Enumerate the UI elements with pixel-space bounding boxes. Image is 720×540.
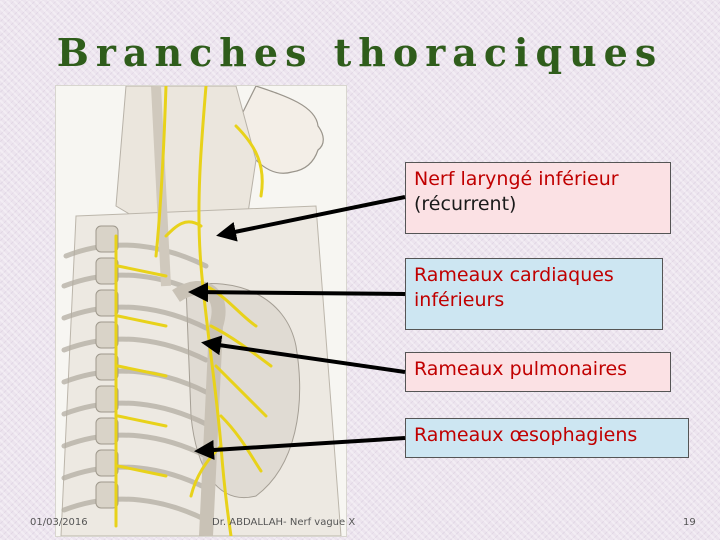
callout-label: Rameaux cardiaques inférieurs	[414, 264, 614, 311]
callout-label: Rameaux œsophagiens	[414, 424, 638, 446]
callout-recurrent-laryngeal-nerve: Nerf laryngé inférieur (récurrent)	[405, 162, 671, 234]
slide-title: Branches thoraciques	[56, 30, 664, 75]
callout-esophageal-branches: Rameaux œsophagiens	[405, 418, 689, 458]
callout-inferior-cardiac-branches: Rameaux cardiaques inférieurs	[405, 258, 663, 330]
callout-sublabel: (récurrent)	[414, 193, 517, 215]
page-number: 19	[683, 517, 696, 528]
callout-label: Nerf laryngé inférieur	[414, 168, 619, 190]
callout-pulmonary-branches: Rameaux pulmonaires	[405, 352, 671, 392]
footer-author: Dr. ABDALLAH- Nerf vague X	[212, 517, 356, 528]
callout-label: Rameaux pulmonaires	[414, 358, 628, 380]
anatomical-illustration	[55, 85, 347, 537]
footer-date: 01/03/2016	[30, 517, 88, 528]
